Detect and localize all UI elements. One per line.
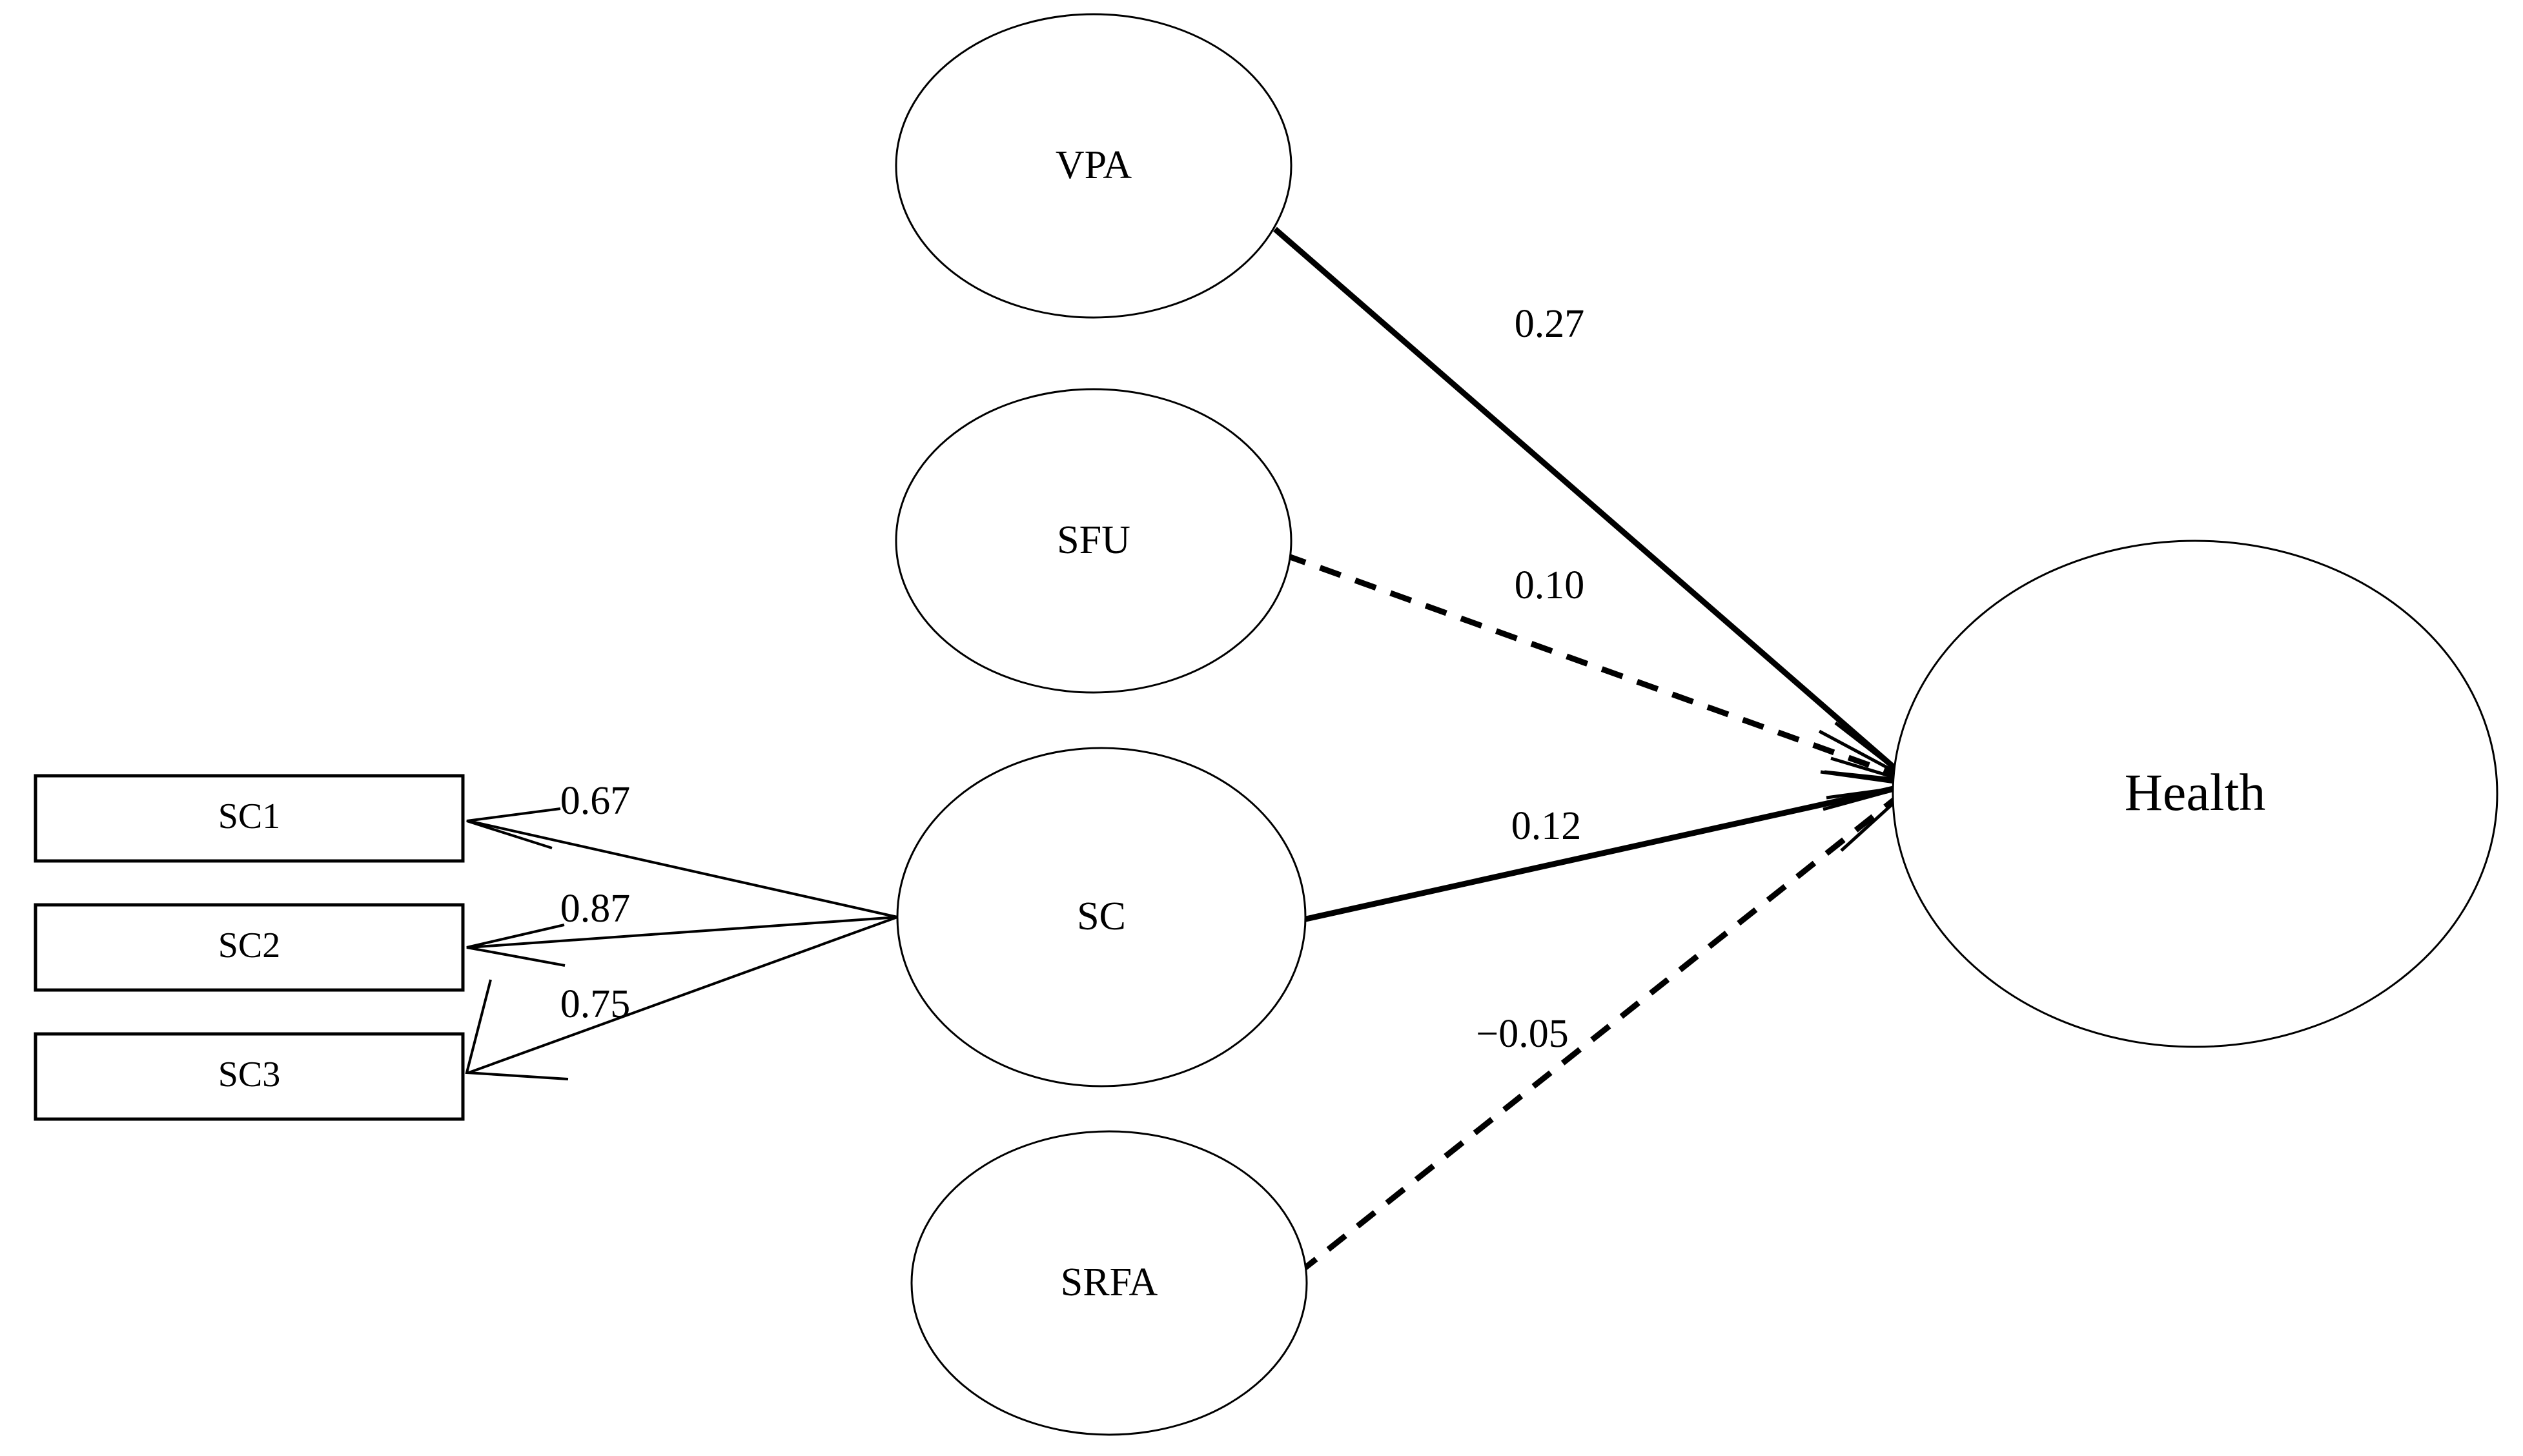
- path-srfa-to-health[interactable]: −0.05: [1297, 784, 1917, 1275]
- node-label-health: Health: [2125, 763, 2266, 822]
- latent-node-vpa[interactable]: VPA: [895, 13, 1292, 319]
- loading-label-sc3: 0.75: [560, 982, 631, 1026]
- path-line-sfu-health: [1283, 552, 1911, 783]
- path-line-sc-sc1: [468, 820, 898, 918]
- observed-node-sc2[interactable]: SC2: [34, 903, 465, 992]
- box-label-sc2: SC2: [218, 925, 281, 966]
- observed-node-sc1[interactable]: SC1: [34, 774, 465, 863]
- ellipse-health: [1892, 540, 2498, 1048]
- observed-node-sc3[interactable]: SC3: [34, 1032, 465, 1121]
- ellipse-vpa: [895, 13, 1292, 319]
- path-sc-to-health[interactable]: 0.12: [1302, 770, 1914, 923]
- node-label-sfu: SFU: [1057, 518, 1130, 562]
- node-label-sc: SC: [1077, 895, 1126, 938]
- path-coefficient-sfu-health: 0.10: [1515, 563, 1585, 607]
- loading-label-sc1: 0.67: [560, 779, 631, 823]
- box-sc2: [34, 903, 465, 992]
- path-line-vpa-health: [1273, 227, 1913, 785]
- path-line-srfa-health: [1297, 785, 1912, 1275]
- box-label-sc1: SC1: [218, 796, 281, 836]
- path-line-sc-sc2: [468, 916, 898, 949]
- arrowhead-sc-sc1: [466, 807, 561, 849]
- path-sfu-to-health[interactable]: 0.10: [1283, 552, 1914, 783]
- path-line-sc-sc3: [468, 916, 898, 1074]
- arrowhead-sc-sc2: [466, 924, 566, 967]
- ellipse-sfu: [895, 388, 1292, 694]
- arrowhead-sc-sc3: [465, 979, 569, 1080]
- path-coefficient-vpa-health: 0.27: [1515, 302, 1585, 346]
- path-line-sc-health: [1302, 782, 1912, 923]
- path-vpa-to-health[interactable]: 0.27: [1273, 227, 1914, 785]
- path-sc-to-sc2[interactable]: 0.87: [466, 887, 898, 967]
- node-label-vpa: VPA: [1056, 143, 1132, 187]
- latent-node-health[interactable]: Health: [1892, 540, 2498, 1048]
- ellipse-sc: [896, 747, 1307, 1087]
- box-sc3: [34, 1032, 465, 1121]
- path-sc-to-sc3[interactable]: 0.75: [465, 916, 898, 1080]
- node-label-srfa: SRFA: [1061, 1260, 1158, 1304]
- latent-node-sc[interactable]: SC: [896, 747, 1307, 1087]
- box-label-sc3: SC3: [218, 1055, 281, 1095]
- box-sc1: [34, 774, 465, 863]
- path-sc-to-sc1[interactable]: 0.67: [466, 779, 898, 918]
- path-coefficient-sc-health: 0.12: [1511, 804, 1582, 848]
- path-coefficient-srfa-health: −0.05: [1476, 1012, 1568, 1056]
- loading-label-sc2: 0.87: [560, 887, 631, 931]
- latent-node-srfa[interactable]: SRFA: [910, 1130, 1308, 1436]
- ellipse-srfa: [910, 1130, 1308, 1436]
- latent-node-sfu[interactable]: SFU: [895, 388, 1292, 694]
